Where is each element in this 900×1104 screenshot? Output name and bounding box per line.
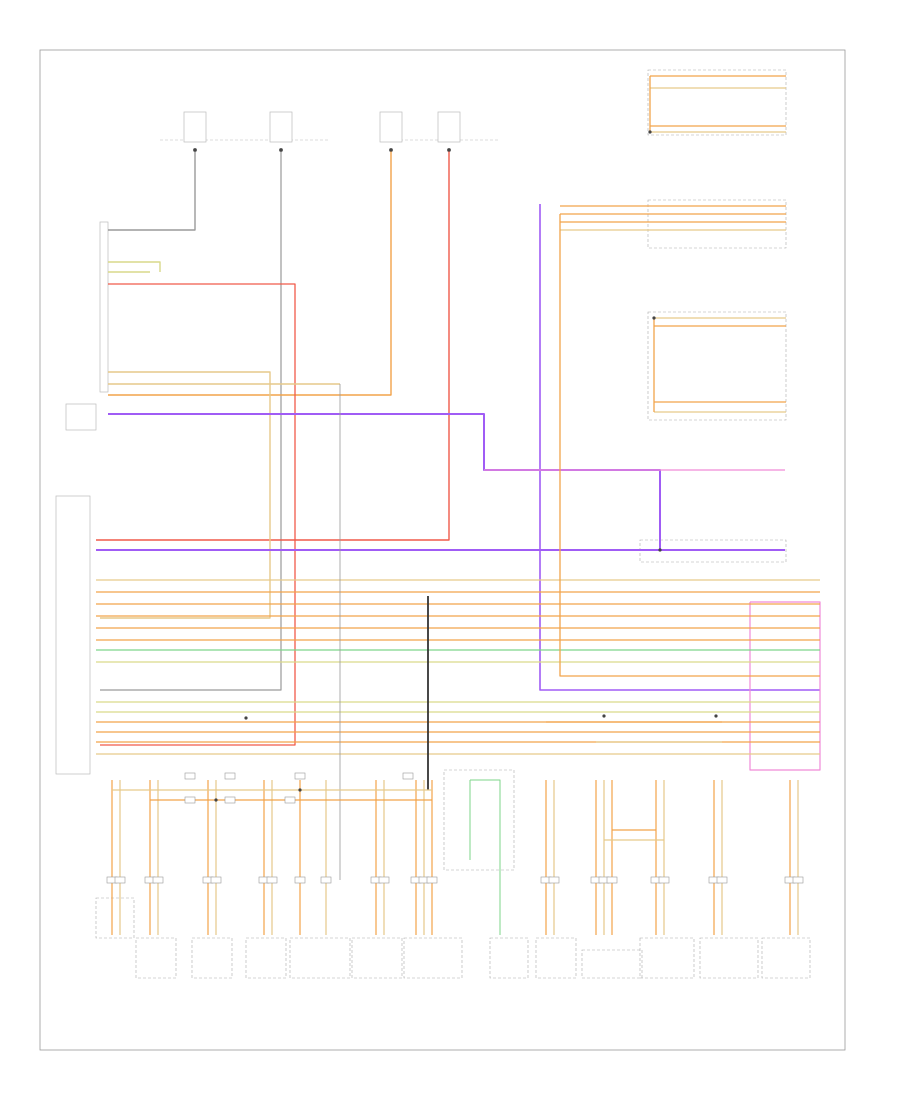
- violet-bus-1: [108, 413, 661, 550]
- rear-sensor-module: [647, 69, 787, 136]
- top-fuse-blocks: [160, 111, 500, 152]
- fuse-4: [437, 111, 461, 152]
- sensor-module-3: [647, 311, 787, 421]
- connector-plug-8: [266, 876, 278, 884]
- wire-layer: [96, 75, 821, 935]
- component-5: [289, 937, 351, 979]
- component-2: [135, 937, 177, 979]
- junction-2: [279, 148, 283, 152]
- inline-connector-5: [184, 796, 196, 804]
- control-module-main: [55, 495, 91, 775]
- component-1: [95, 897, 135, 939]
- junction-10: [298, 788, 302, 792]
- connector-plug-24: [716, 876, 728, 884]
- right-modules: [639, 69, 787, 563]
- violet-bus-3: [539, 204, 820, 691]
- wire-u4: [100, 371, 271, 619]
- feed-2: [100, 150, 282, 691]
- connector-plug-17: [548, 876, 560, 884]
- junction-12: [244, 716, 248, 720]
- component-12: [639, 937, 695, 979]
- component-11: [581, 949, 643, 979]
- inline-connector-7: [284, 796, 296, 804]
- module2-drop: [559, 214, 820, 677]
- connector-plug-6: [210, 876, 222, 884]
- connector-plug-4: [152, 876, 164, 884]
- feed-3: [108, 150, 392, 396]
- inline-connector-3: [294, 772, 306, 780]
- connector-plug-9: [294, 876, 306, 884]
- junction-4: [447, 148, 451, 152]
- fuse-2: [269, 111, 293, 152]
- component-7: [403, 937, 463, 979]
- inline-connector-4: [402, 772, 414, 780]
- connector-plug-15: [426, 876, 438, 884]
- pink-right: [749, 601, 821, 771]
- junction-9: [714, 714, 718, 718]
- feed-1: [108, 150, 196, 231]
- feed-4: [96, 150, 450, 541]
- fuse-3: [379, 111, 403, 152]
- green-loop: [470, 779, 501, 935]
- connector-plug-20: [606, 876, 618, 884]
- junction-8: [602, 714, 606, 718]
- component-8: [443, 769, 515, 871]
- connector-plug-2: [114, 876, 126, 884]
- junction-7: [658, 548, 662, 552]
- component-14: [761, 937, 811, 979]
- connector-strip-upper: [99, 221, 109, 393]
- sensor-module-2: [647, 199, 787, 249]
- component-4: [245, 937, 287, 979]
- fuse-1: [183, 111, 207, 152]
- connector-plug-12: [378, 876, 390, 884]
- inline-connector-2: [224, 772, 236, 780]
- connector-plug-10: [320, 876, 332, 884]
- component-10: [535, 937, 577, 979]
- component-9: [489, 937, 529, 979]
- bottom-components: [95, 769, 811, 979]
- junction-6: [652, 316, 656, 320]
- connector-layer: [106, 130, 804, 884]
- diagram-frame: [39, 49, 846, 1051]
- component-3: [191, 937, 233, 979]
- module-box-small: [65, 403, 97, 431]
- inline-connector-6: [224, 796, 236, 804]
- component-6: [351, 937, 403, 979]
- component-13: [699, 937, 759, 979]
- junction-11: [214, 798, 218, 802]
- junction-3: [389, 148, 393, 152]
- junction-1: [193, 148, 197, 152]
- junction-5: [648, 130, 652, 134]
- inline-connector-1: [184, 772, 196, 780]
- connector-plug-26: [792, 876, 804, 884]
- left-connector-strips: [55, 221, 109, 775]
- connector-plug-22: [658, 876, 670, 884]
- wire-u1: [108, 261, 161, 272]
- wire-u3: [100, 283, 296, 746]
